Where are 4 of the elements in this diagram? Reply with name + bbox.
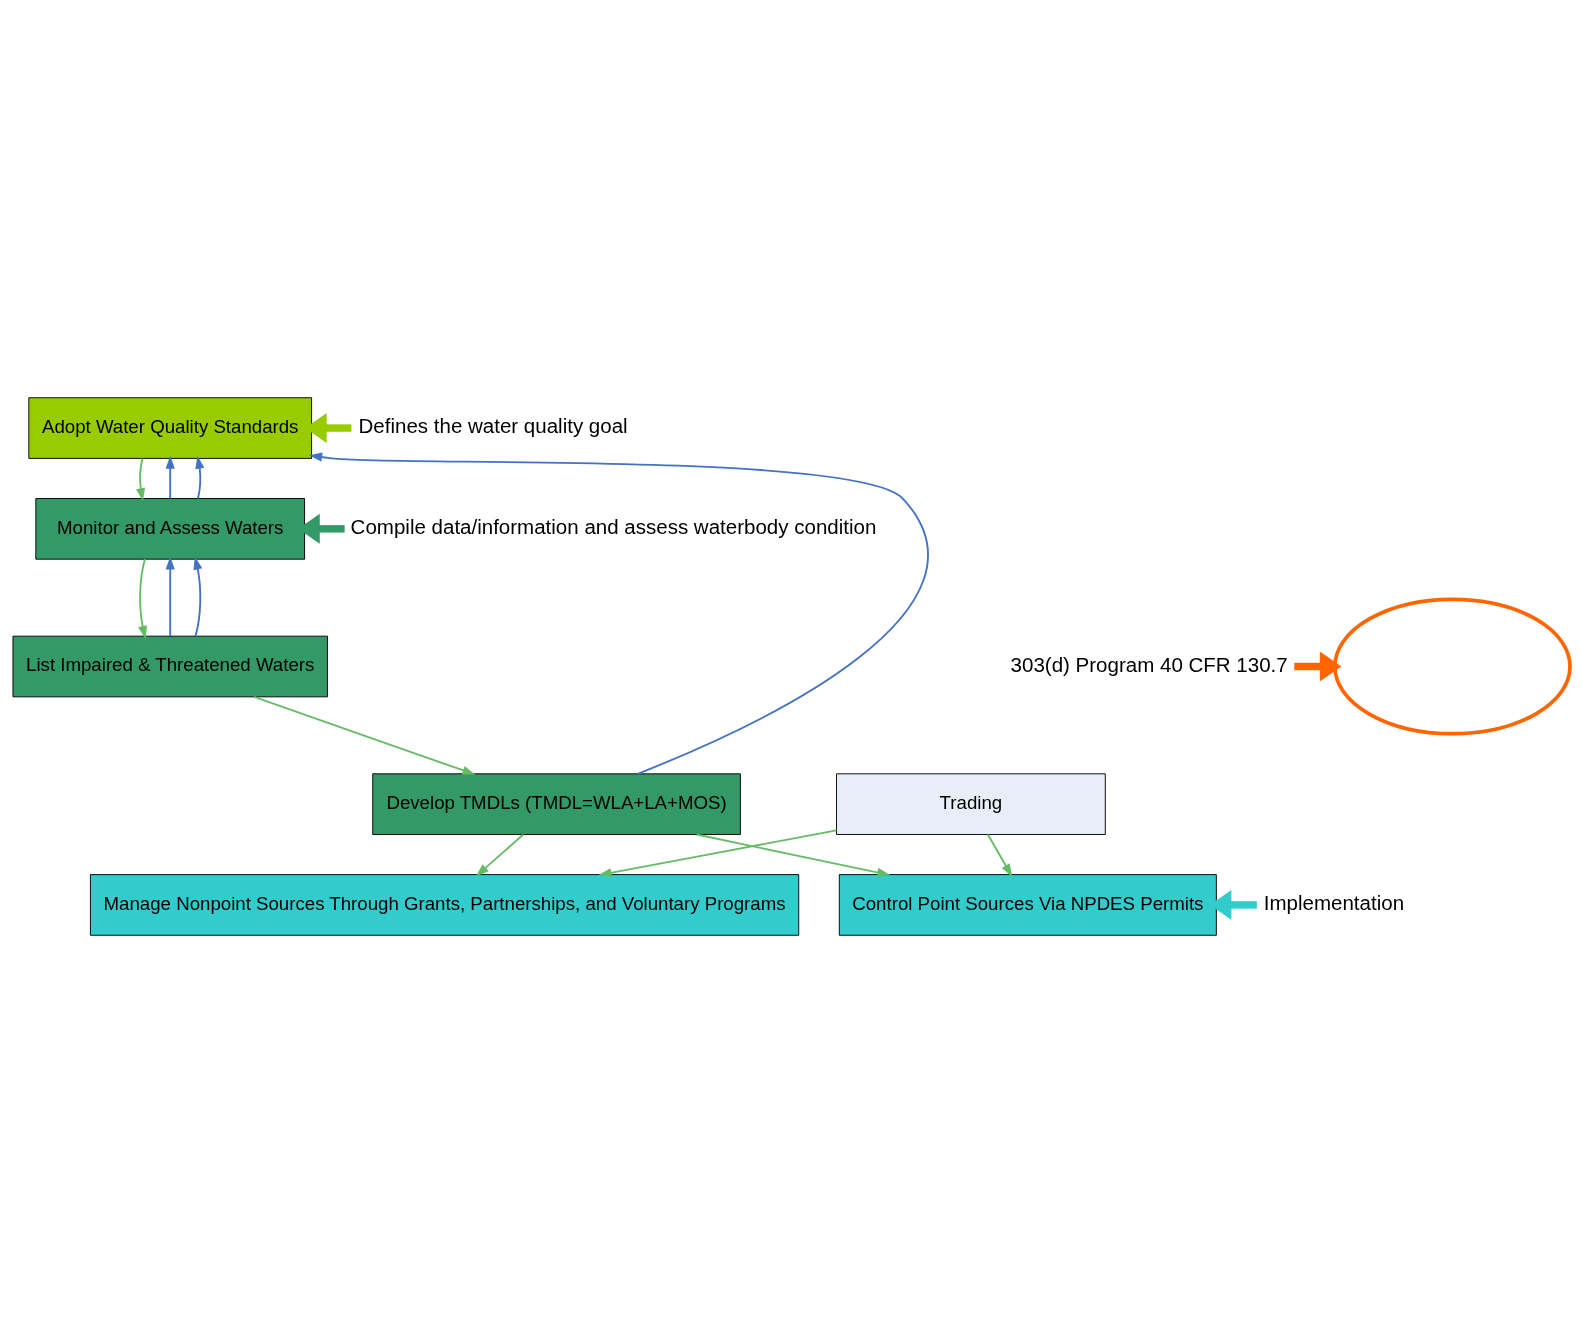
node-text: Compile data/information and assess waterbody condition bbox=[350, 515, 877, 539]
node-text: Implementation bbox=[1263, 891, 1405, 915]
node-text: 303(d) Program 40 CFR 130.7 bbox=[1010, 652, 1288, 676]
node-text: Defines the water quality goal bbox=[358, 414, 628, 438]
